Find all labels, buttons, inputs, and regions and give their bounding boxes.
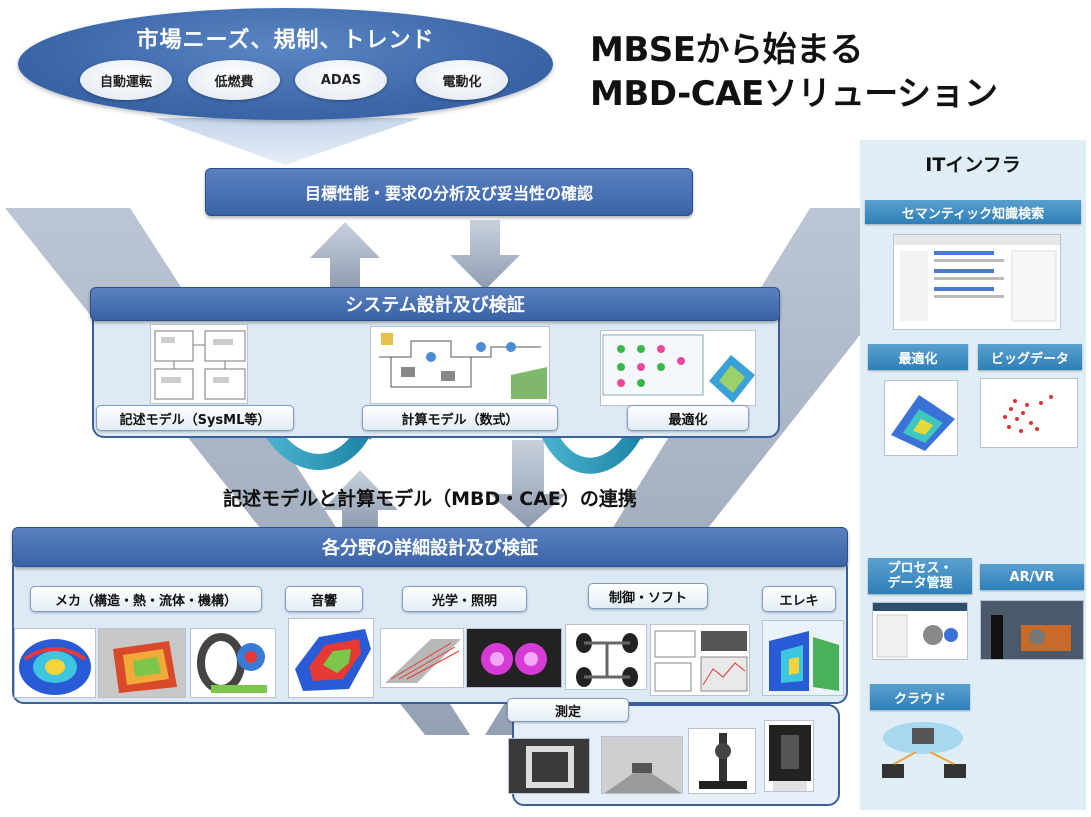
need-autonomous-driving: 自動運転 bbox=[80, 60, 172, 100]
field-control-software-label: 制御・ソフト bbox=[588, 583, 708, 609]
curved-arrow-1 bbox=[265, 424, 373, 470]
calc-model-diagram-image bbox=[370, 326, 550, 404]
it-infrastructure-title: ITインフラ bbox=[925, 154, 1021, 176]
it-optimization-bar: 最適化 bbox=[868, 344, 968, 370]
up-arrow-middle bbox=[322, 470, 398, 528]
optics-sim-image-1 bbox=[380, 628, 464, 688]
measurement-image-4 bbox=[764, 720, 814, 792]
process-data-management-bar: プロセス・ データ管理 bbox=[868, 558, 972, 594]
down-arrow-top bbox=[450, 220, 520, 290]
field-acoustics-label: 音響 bbox=[285, 586, 363, 612]
headline-line-2: MBD-CAEソリューション bbox=[590, 74, 998, 114]
process-data-image bbox=[872, 602, 968, 660]
requirements-analysis-bar: 目標性能・要求の分析及び妥当性の確認 bbox=[205, 168, 693, 216]
acoustics-sim-image bbox=[288, 618, 374, 698]
market-needs-title: 市場ニーズ、規制、トレンド bbox=[136, 28, 435, 53]
need-adas: ADAS bbox=[295, 60, 387, 100]
big-data-bar: ビッグデータ bbox=[978, 344, 1082, 370]
optics-sim-image-2 bbox=[466, 628, 562, 688]
control-software-screen-image bbox=[650, 624, 750, 696]
process-data-management-line-1: プロセス・ bbox=[887, 561, 953, 576]
calc-model-label: 計算モデル（数式） bbox=[362, 405, 558, 431]
down-arrow-middle bbox=[490, 440, 566, 528]
need-electrification: 電動化 bbox=[416, 60, 508, 100]
descriptive-model-label: 記述モデル（SysML等） bbox=[96, 405, 294, 431]
optimization-label: 最適化 bbox=[627, 405, 749, 431]
ar-vr-image bbox=[980, 600, 1084, 660]
mechanical-sim-image-3 bbox=[190, 628, 276, 698]
mechanical-sim-image-1 bbox=[14, 628, 96, 698]
detail-design-title: 各分野の詳細設計及び検証 bbox=[12, 527, 848, 567]
measurement-image-2 bbox=[601, 736, 683, 794]
cloud-image bbox=[876, 718, 970, 784]
system-design-title: システム設計及び検証 bbox=[90, 287, 780, 321]
semantic-search-bar: セマンティック知識検索 bbox=[865, 200, 1081, 224]
control-vehicle-image bbox=[565, 624, 647, 690]
cloud-bar: クラウド bbox=[870, 684, 970, 710]
curved-arrow-2 bbox=[540, 424, 645, 474]
process-data-management-line-2: データ管理 bbox=[887, 576, 953, 591]
need-fuel-efficiency: 低燃費 bbox=[188, 60, 280, 100]
optimization-diagram-image bbox=[600, 330, 756, 406]
electronics-sim-image bbox=[762, 620, 844, 696]
sysml-diagram-image bbox=[150, 324, 248, 404]
field-optics-label: 光学・照明 bbox=[402, 586, 527, 612]
it-optimization-image bbox=[884, 380, 958, 456]
model-link-caption: 記述モデルと計算モデル（MBD・CAE）の連携 bbox=[223, 488, 637, 510]
funnel-shape bbox=[155, 118, 420, 165]
headline-line-1: MBSEから始まる bbox=[590, 30, 863, 70]
up-arrow-top bbox=[310, 222, 380, 290]
measurement-image-1 bbox=[508, 738, 590, 794]
measurement-image-3 bbox=[688, 728, 756, 794]
semantic-search-image bbox=[893, 234, 1061, 330]
ar-vr-bar: AR/VR bbox=[980, 564, 1084, 590]
market-needs-ellipse: 市場ニーズ、規制、トレンド 自動運転 低燃費 ADAS 電動化 bbox=[18, 8, 553, 120]
field-electronics-label: エレキ bbox=[762, 586, 836, 612]
measurement-label: 測定 bbox=[507, 698, 629, 722]
field-mechanical-label: メカ（構造・熱・流体・機構） bbox=[30, 586, 262, 612]
mechanical-sim-image-2 bbox=[98, 628, 186, 698]
big-data-image bbox=[980, 378, 1078, 448]
